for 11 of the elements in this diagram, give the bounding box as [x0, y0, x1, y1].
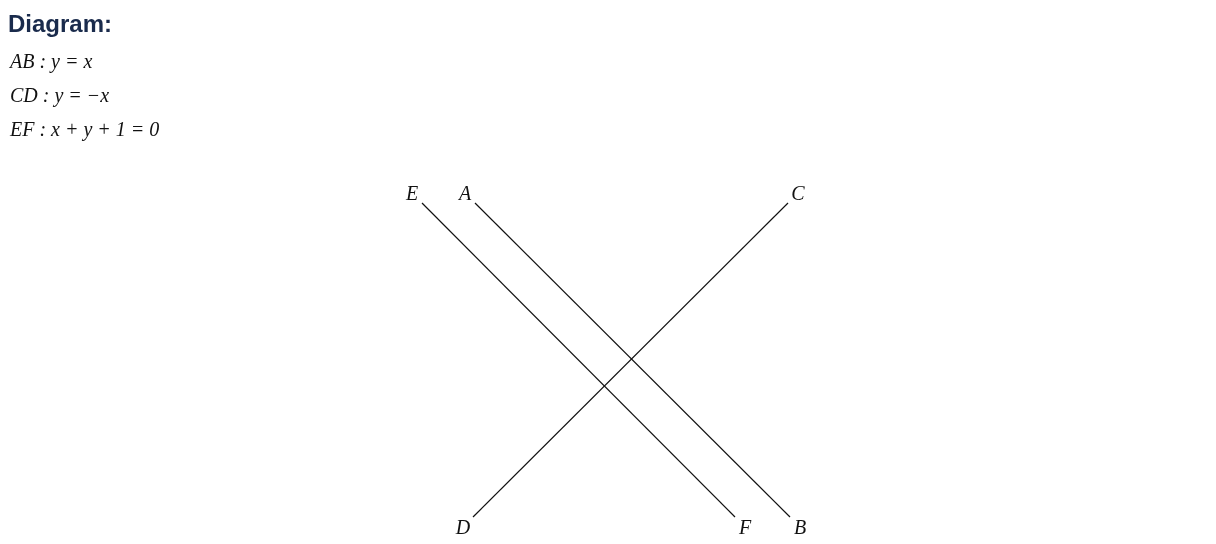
- equation: CD : y = −x: [10, 84, 110, 107]
- point-label: B: [790, 515, 810, 539]
- point-label: D: [453, 515, 473, 539]
- title: Diagram:: [8, 10, 113, 38]
- point-label: C: [788, 181, 808, 205]
- point-label: E: [402, 181, 422, 205]
- line-segment: [421, 202, 736, 518]
- equation: EF : x + y + 1 = 0: [10, 118, 160, 141]
- point-label: F: [735, 515, 755, 539]
- point-label: A: [455, 181, 475, 205]
- equation: AB : y = x: [10, 50, 93, 73]
